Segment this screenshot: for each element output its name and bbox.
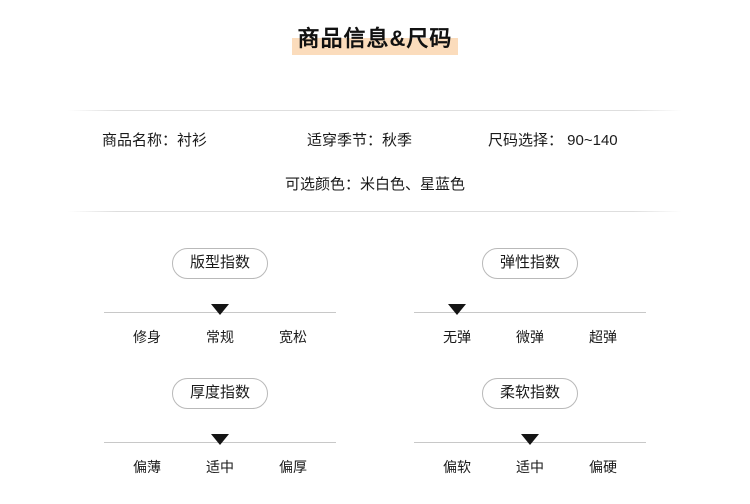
index-scale-elasticity: 无弹 微弹 超弹 <box>380 298 680 356</box>
scale-label-high: 宽松 <box>279 329 307 345</box>
index-title-wrap-fit: 版型指数 <box>70 248 370 282</box>
index-title-wrap-elasticity: 弹性指数 <box>380 248 680 282</box>
scale-label-low: 偏薄 <box>133 459 161 475</box>
scale-label-high: 偏硬 <box>589 459 617 475</box>
divider-top <box>68 110 682 111</box>
scale-marker-triangle-icon <box>448 304 466 315</box>
size-range-field: 尺码选择： 90~140 <box>488 132 618 149</box>
index-scale-fit: 修身 常规 宽松 <box>70 298 370 356</box>
scale-marker-triangle-icon <box>521 434 539 445</box>
scale-label-low: 修身 <box>133 329 161 345</box>
scale-label-mid: 常规 <box>206 329 234 345</box>
scale-label-group: 无弹 微弹 超弹 <box>380 326 680 350</box>
index-title-wrap-softness: 柔软指数 <box>380 378 680 412</box>
page-title-wrapper: 商品信息&尺码 <box>291 22 459 56</box>
divider-bottom <box>68 211 682 212</box>
index-block-softness: 柔软指数 偏软 适中 偏硬 <box>380 378 680 486</box>
index-title-wrap-thickness: 厚度指数 <box>70 378 370 412</box>
page-title: 商品信息&尺码 <box>297 26 453 51</box>
scale-label-group: 偏软 适中 偏硬 <box>380 456 680 480</box>
scale-marker-triangle-icon <box>211 304 229 315</box>
color-options-field: 可选颜色：米白色、星蓝色 <box>284 176 465 193</box>
index-scale-softness: 偏软 适中 偏硬 <box>380 428 680 486</box>
product-name-field: 商品名称：衬衫 <box>102 132 208 149</box>
index-badge-fit: 版型指数 <box>171 248 268 279</box>
scale-marker-triangle-icon <box>211 434 229 445</box>
title-highlight-band <box>291 38 459 55</box>
index-block-thickness: 厚度指数 偏薄 适中 偏厚 <box>70 378 370 486</box>
scale-label-high: 超弹 <box>589 329 617 345</box>
scale-line <box>414 312 646 313</box>
scale-label-group: 偏薄 适中 偏厚 <box>70 456 370 480</box>
index-block-fit: 版型指数 修身 常规 宽松 <box>70 248 370 356</box>
scale-label-mid: 适中 <box>206 459 234 475</box>
index-badge-elasticity: 弹性指数 <box>481 248 578 279</box>
index-badge-thickness: 厚度指数 <box>171 378 268 409</box>
index-scale-thickness: 偏薄 适中 偏厚 <box>70 428 370 486</box>
product-info-row-secondary: 可选颜色：米白色、星蓝色 <box>0 172 750 198</box>
index-badge-softness: 柔软指数 <box>481 378 578 409</box>
index-block-elasticity: 弹性指数 无弹 微弹 超弹 <box>380 248 680 356</box>
scale-label-group: 修身 常规 宽松 <box>70 326 370 350</box>
page-title-area: 商品信息&尺码 <box>0 22 750 60</box>
scale-label-mid: 微弹 <box>516 329 544 345</box>
scale-label-mid: 适中 <box>516 459 544 475</box>
product-info-row-primary: 商品名称：衬衫 适穿季节：秋季 尺码选择： 90~140 <box>68 128 682 154</box>
season-field: 适穿季节：秋季 <box>307 132 413 149</box>
scale-label-low: 偏软 <box>443 459 471 475</box>
scale-label-low: 无弹 <box>443 329 471 345</box>
scale-label-high: 偏厚 <box>279 459 307 475</box>
